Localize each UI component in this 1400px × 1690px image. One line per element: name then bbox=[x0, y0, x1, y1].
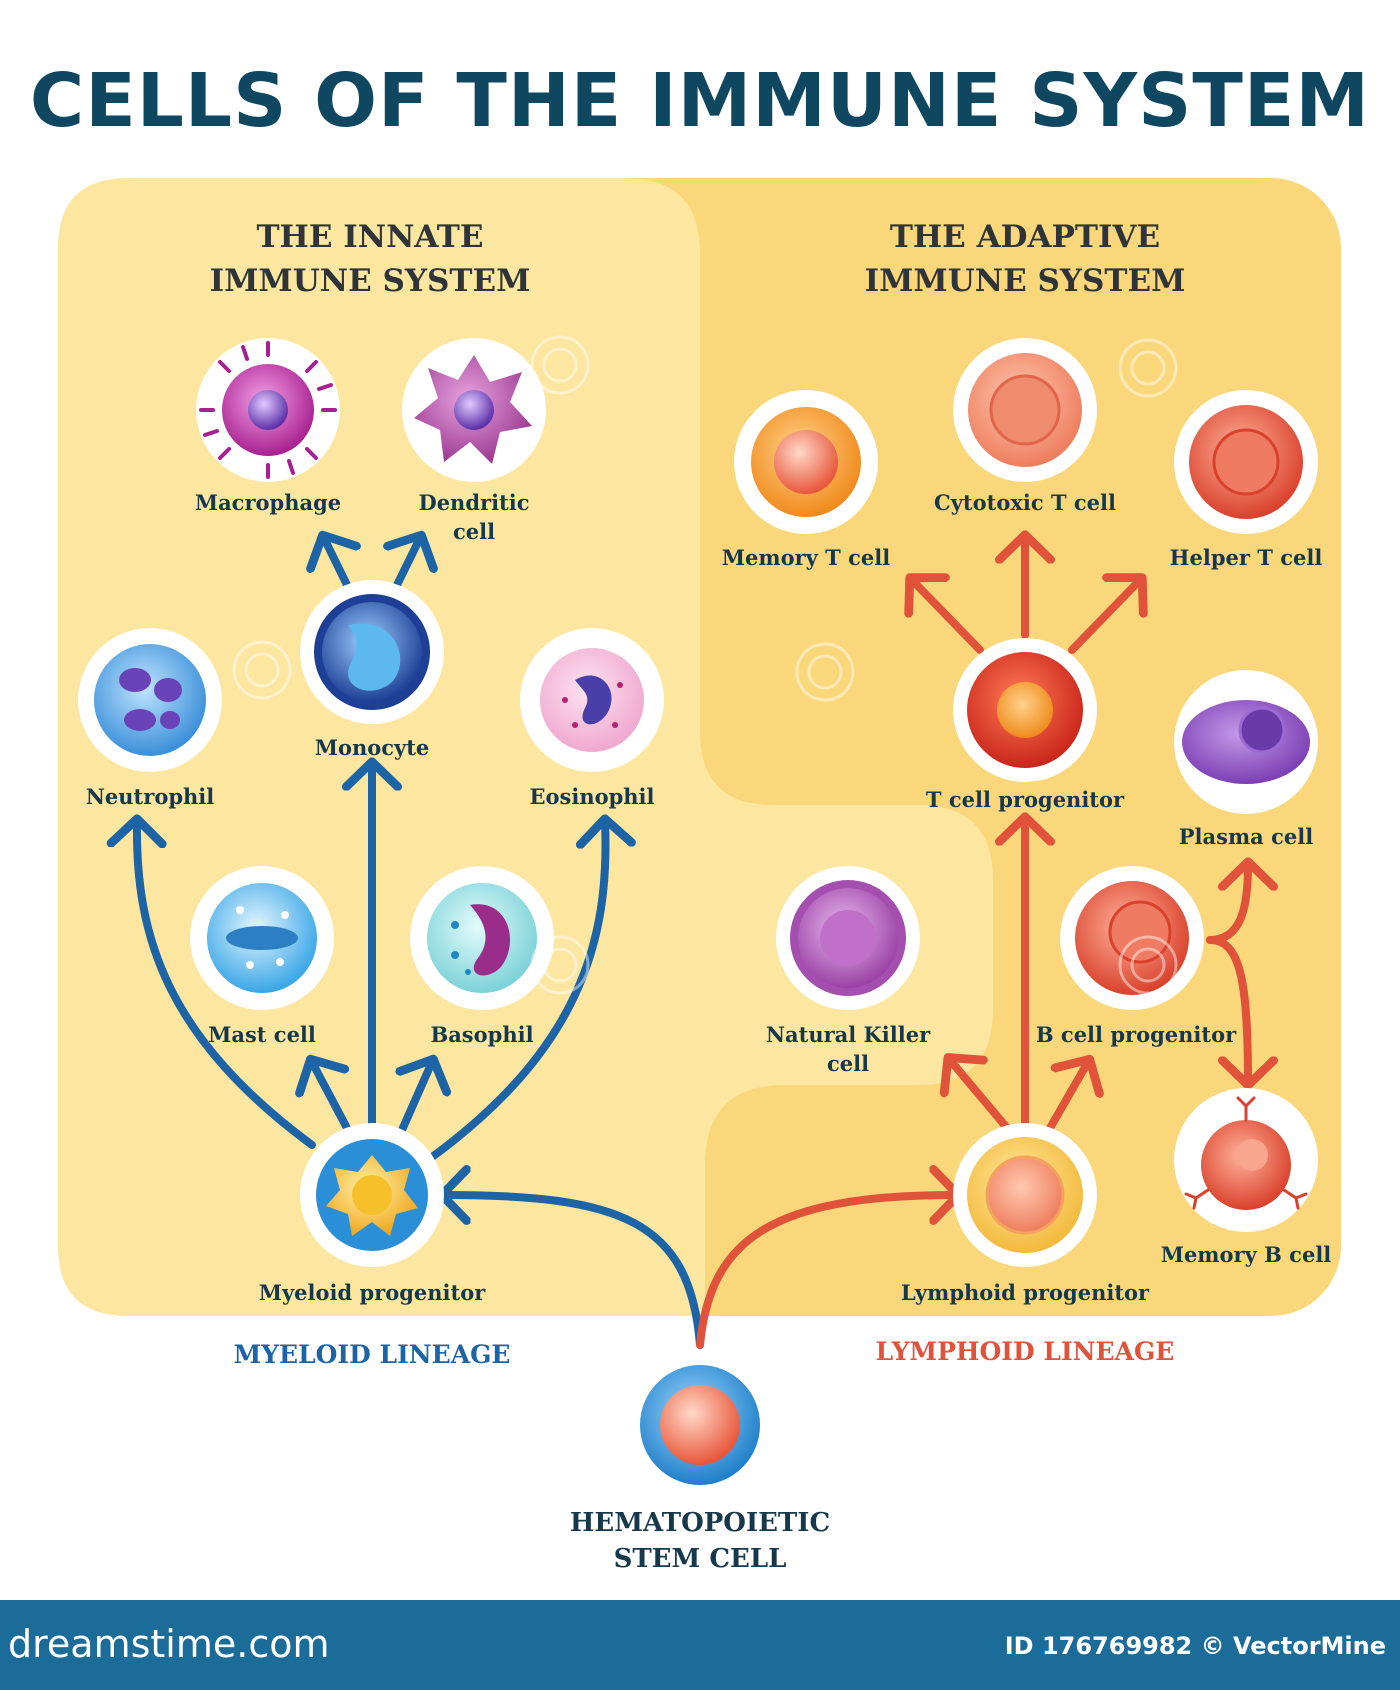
dendritic-cell-icon bbox=[402, 338, 546, 482]
basophil-label: Basophil bbox=[430, 1022, 534, 1047]
arrow-monocyte-to-dendritic bbox=[397, 538, 420, 589]
monocyte-cell-icon bbox=[300, 580, 444, 724]
natural-killer-cell-label: Natural Killer cell bbox=[765, 1022, 931, 1076]
memory-b-cell-label: Memory B cell bbox=[1160, 1242, 1332, 1267]
helper-t-cell-icon bbox=[1174, 390, 1318, 534]
innate-section-title: THE INNATE IMMUNE SYSTEM bbox=[209, 219, 531, 299]
plasma-cell-icon bbox=[1174, 670, 1318, 814]
neutrophil-cell-icon bbox=[78, 628, 222, 772]
watermark-swirl-icons bbox=[232, 335, 1178, 995]
myeloid-progenitor-label: Myeloid progenitor bbox=[258, 1280, 486, 1305]
arrow-myeloid-to-neutrophil bbox=[137, 822, 316, 1149]
memory-b-cell-icon bbox=[1174, 1088, 1318, 1232]
b-cell-progenitor-label: B cell progenitor bbox=[1035, 1022, 1237, 1047]
cytotoxic-t-cell-label: Cytotoxic T cell bbox=[934, 490, 1116, 515]
arrow-myeloid-to-basophil bbox=[402, 1062, 432, 1134]
arrow-stem-to-myeloid bbox=[445, 1195, 704, 1349]
footer-site-name: dreamstime.com bbox=[8, 1622, 330, 1666]
arrow-stem-to-lymphoid bbox=[696, 1195, 955, 1349]
cytotoxic-t-cell-icon bbox=[953, 338, 1097, 482]
arrow-monocyte-to-macrophage bbox=[324, 538, 347, 589]
helper-t-cell-label: Helper T cell bbox=[1169, 545, 1323, 570]
basophil-cell-icon bbox=[410, 866, 554, 1010]
lymphoid-progenitor-cell-icon bbox=[953, 1123, 1097, 1267]
hematopoietic-stem-cell-icon bbox=[634, 1359, 766, 1491]
page-title: CELLS OF THE IMMUNE SYSTEM bbox=[29, 58, 1371, 144]
mast-cell-icon bbox=[190, 866, 334, 1010]
neutrophil-label: Neutrophil bbox=[85, 784, 215, 809]
natural-killer-cell-icon bbox=[776, 866, 920, 1010]
macrophage-cell-icon bbox=[196, 338, 340, 482]
arrow-b-progenitor-to-memory-b bbox=[1206, 936, 1248, 1082]
hematopoietic-stem-cell-label: HEMATOPOIETIC STEM CELL bbox=[569, 1508, 831, 1574]
myeloid-lineage-label: MYELOID LINEAGE bbox=[233, 1340, 511, 1369]
adaptive-section-title: THE ADAPTIVE IMMUNE SYSTEM bbox=[864, 219, 1186, 299]
lymphoid-progenitor-label: Lymphoid progenitor bbox=[900, 1280, 1150, 1305]
memory-t-cell-label: Memory T cell bbox=[721, 545, 891, 570]
monocyte-label: Monocyte bbox=[314, 735, 430, 760]
arrow-t-progenitor-to-helper-t bbox=[1068, 580, 1140, 654]
dendritic-cell-label: Dendritic cell bbox=[418, 490, 530, 544]
eosinophil-label: Eosinophil bbox=[529, 784, 655, 809]
arrow-myeloid-to-eosinophil bbox=[424, 822, 606, 1164]
plasma-cell-label: Plasma cell bbox=[1178, 824, 1314, 849]
arrow-lymphoid-to-natural-killer bbox=[950, 1060, 1011, 1132]
memory-t-cell-icon bbox=[734, 390, 878, 534]
footer-bar: dreamstime.com ID 176769982 © VectorMine bbox=[0, 1600, 1400, 1690]
t-cell-progenitor-label: T cell progenitor bbox=[925, 787, 1125, 812]
myeloid-progenitor-cell-icon bbox=[300, 1123, 444, 1267]
arrow-myeloid-to-mast bbox=[312, 1062, 352, 1134]
lymphoid-arrows bbox=[696, 538, 1248, 1349]
b-progenitor-cell-icon bbox=[1060, 866, 1204, 1010]
myeloid-arrows bbox=[137, 538, 704, 1349]
arrow-lymphoid-to-b-progenitor bbox=[1046, 1062, 1088, 1132]
arrow-t-progenitor-to-memory-t bbox=[912, 580, 984, 654]
lymphoid-lineage-label: LYMPHOID LINEAGE bbox=[875, 1337, 1175, 1366]
macrophage-label: Macrophage bbox=[194, 490, 342, 515]
mast-cell-label: Mast cell bbox=[208, 1022, 316, 1047]
footer-image-id: ID 176769982 © VectorMine bbox=[1004, 1632, 1386, 1660]
t-progenitor-cell-icon bbox=[953, 638, 1097, 782]
eosinophil-cell-icon bbox=[520, 628, 664, 772]
